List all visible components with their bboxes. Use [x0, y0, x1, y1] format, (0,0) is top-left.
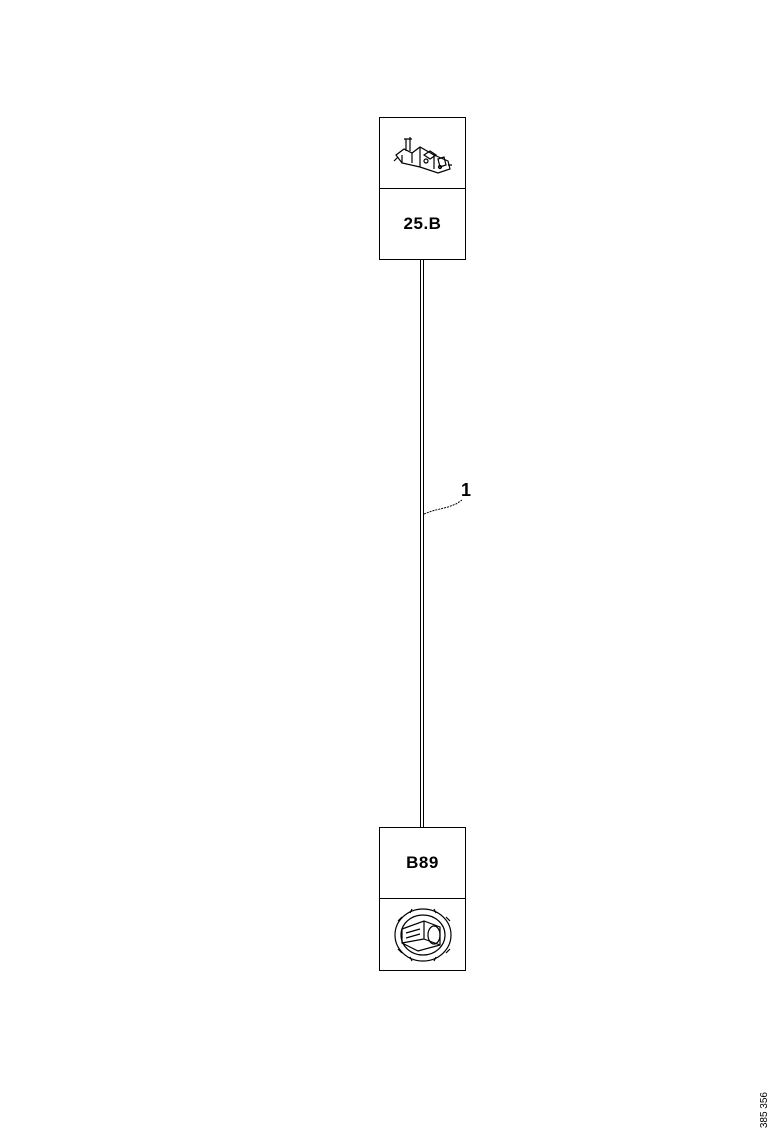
callout-leader-line [423, 499, 463, 515]
bottom-component-image-cell [380, 899, 465, 970]
wire-harness-line [420, 260, 424, 827]
drawing-reference-number: 385 356 [759, 1092, 770, 1128]
top-component-code: 25.B [403, 214, 442, 233]
bottom-component-box: B89 [379, 827, 466, 971]
wire-callout-number: 1 [461, 480, 472, 500]
bottom-component-code: B89 [406, 853, 439, 872]
top-component-image-cell [380, 118, 465, 189]
top-component-label-cell: 25.B [380, 189, 465, 259]
top-component-box: 25.B [379, 117, 466, 260]
bottom-component-label-cell: B89 [380, 828, 465, 899]
sensor-component-icon [388, 903, 458, 967]
connector-bracket-icon [390, 125, 456, 181]
